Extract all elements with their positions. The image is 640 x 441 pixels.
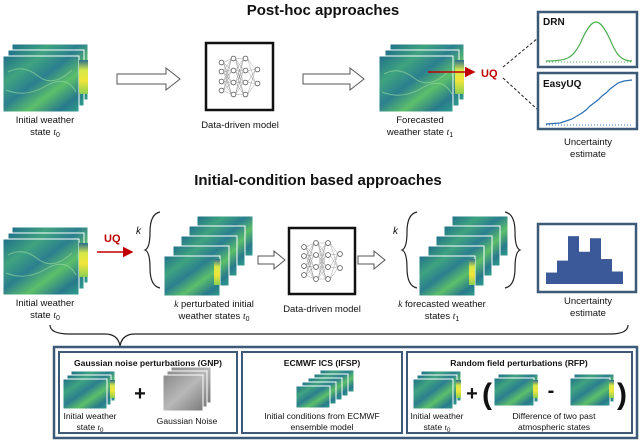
ic-arrow-to-model: [257, 249, 286, 271]
gaussian-noise-stack: [162, 366, 212, 412]
ic-uncertainty-line1: Uncertainty: [564, 296, 612, 307]
histogram-bar: [557, 260, 568, 284]
ic-uncertainty-line2: estimate: [570, 308, 606, 319]
ic-forecast-states-stack: [418, 215, 509, 297]
rfp-past-state-a: [493, 373, 539, 407]
ic-model-label: Data-driven model: [283, 304, 361, 315]
ic-arrow-to-forecast: [357, 249, 386, 271]
gnp-title: Gaussian noise perturbations (GNP): [74, 358, 222, 368]
histogram-bar: [579, 251, 590, 284]
post-hoc-initial-label-line1: Initial weather: [16, 115, 75, 126]
ic-initial-label-line2: state t0: [30, 310, 60, 322]
histogram-bar: [612, 271, 623, 284]
gnp-plus: +: [134, 383, 146, 405]
gnp-state-line1: Initial weather: [63, 411, 116, 421]
ic-initial-state-stack: [2, 226, 89, 296]
methods-brace: [49, 324, 629, 347]
ic-perturbed-label-line1: k perturbated initial: [174, 299, 254, 310]
rfp-state-stack: [412, 370, 462, 410]
post-hoc-model-label: Data-driven model: [201, 120, 279, 131]
rfp-past-state-b: [569, 373, 615, 407]
gnp-state-stack: [62, 370, 116, 410]
ifsp-caption-line1: Initial conditions from ECMWF: [264, 411, 380, 421]
rfp-plus: +: [466, 383, 478, 405]
rfp-diff-line1: Difference of two past: [513, 411, 597, 421]
rfp-diff-line2: atmospheric states: [518, 422, 590, 432]
ic-model-box: [287, 226, 357, 296]
post-hoc-forecast-label-line2: weather state t1: [386, 127, 453, 139]
post-hoc-initial-label-line2: state t0: [30, 127, 60, 139]
drn-label: DRN: [543, 17, 565, 28]
post-hoc-model-box: [204, 41, 275, 112]
rfp-minus: -: [548, 380, 555, 402]
post-hoc-arrow-to-model: [116, 66, 181, 92]
histogram-panel: [536, 222, 638, 294]
rfp-paren-open: (: [482, 378, 492, 411]
ic-k-label-1: k: [136, 226, 142, 237]
post-hoc-forecast-state-stack: [378, 43, 465, 113]
ic-brace-perturbed: [143, 211, 161, 289]
histogram-bar: [568, 236, 579, 284]
post-hoc-forecast-label-line1: Forecasted: [396, 115, 444, 126]
post-hoc-uq-label: UQ: [481, 68, 498, 80]
rfp-paren-close: ): [617, 378, 627, 411]
ifsp-ensemble-stack: [295, 369, 355, 409]
post-hoc-title: Post-hoc approaches: [247, 2, 400, 19]
post-hoc-uncertainty-line2: estimate: [570, 149, 606, 160]
ic-initial-label-line1: Initial weather: [16, 298, 75, 309]
connector-to-drn: [502, 37, 539, 68]
drn-panel: [536, 10, 639, 69]
rfp-state-line1: Initial weather: [410, 411, 463, 421]
ic-perturbed-label-line2: weather states t0: [178, 311, 250, 323]
ic-brace-forecast: [400, 211, 418, 289]
histogram-bar: [546, 272, 557, 284]
post-hoc-uncertainty-line1: Uncertainty: [564, 137, 612, 148]
gaussian-noise-label: Gaussian Noise: [157, 416, 218, 426]
gnp-state-line2: state t0: [76, 422, 103, 434]
ic-forecast-label-line2: states t1: [425, 311, 460, 323]
post-hoc-arrow-to-forecast: [302, 66, 365, 92]
connector-to-easyuq: [502, 77, 539, 111]
rfp-state-line2: state t0: [423, 422, 450, 434]
ic-k-label-2: k: [393, 226, 399, 237]
easyuq-label: EasyUQ: [543, 79, 582, 90]
ifsp-caption-line2: ensemble model: [290, 422, 353, 432]
initial-condition-title: Initial-condition based approaches: [194, 172, 442, 189]
post-hoc-initial-state-stack: [2, 43, 89, 113]
easyuq-panel: [536, 71, 639, 131]
ic-forecast-label-line1: k forecasted weather: [398, 299, 486, 310]
ic-closing-brace: [504, 211, 522, 289]
histogram-bar: [601, 259, 612, 284]
ifsp-title: ECMWF ICS (IFSP): [284, 358, 361, 368]
ic-uq-label: UQ: [104, 233, 121, 245]
histogram-bar: [590, 238, 601, 284]
ic-perturbed-states-stack: [163, 215, 254, 297]
rfp-title: Random field perturbations (RFP): [450, 358, 588, 368]
